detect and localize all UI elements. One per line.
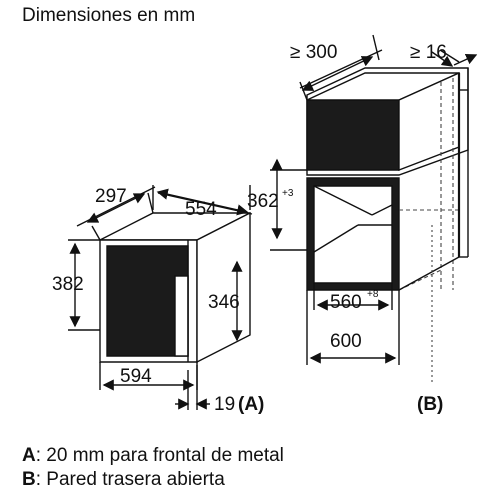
- label-opening-height-362: 362: [247, 191, 279, 212]
- dim-opening-width-560: [313, 283, 393, 311]
- dim-554: [152, 185, 253, 216]
- niche-opening-inner: [313, 185, 393, 284]
- microwave-appliance: [99, 211, 251, 364]
- dim-min-gap-16: [431, 49, 478, 67]
- note-b-key: B: [22, 469, 36, 490]
- label-min-depth-300: ≥ 300: [290, 42, 337, 63]
- dim-19: [175, 365, 210, 410]
- drawing-title: Dimensiones en mm: [22, 5, 196, 26]
- label-min-gap-16: ≥ 16: [410, 42, 447, 63]
- cabinet-niche: [306, 67, 469, 382]
- label-opening-width-tolerance: +8: [367, 289, 379, 300]
- cabinet-upper-dark-front: [306, 99, 400, 171]
- dim-382: [68, 239, 100, 331]
- dim-min-depth-300: [299, 34, 383, 101]
- label-front-thickness-19: 19: [214, 394, 235, 415]
- microwave-side-face: [196, 211, 251, 364]
- note-a: A: 20 mm para frontal de metal: [22, 445, 284, 467]
- label-width-554: 554: [185, 199, 217, 220]
- label-front-width-594: 594: [120, 366, 152, 387]
- label-opening-height-tolerance: +3: [282, 188, 294, 199]
- note-a-key: A: [22, 445, 36, 466]
- note-b: B: Pared trasera abierta: [22, 469, 225, 491]
- dim-297: [76, 186, 156, 241]
- label-cabinet-width-600: 600: [330, 331, 362, 352]
- note-b-text: : Pared trasera abierta: [35, 469, 225, 490]
- dim-cabinet-width-600: [306, 290, 400, 365]
- label-height-382: 382: [52, 274, 84, 295]
- dim-opening-height-362: [270, 158, 307, 251]
- label-opening-width-560: 560: [330, 292, 362, 313]
- note-a-text: : 20 mm para frontal de metal: [35, 445, 284, 466]
- label-ref-b: (B): [417, 394, 443, 415]
- label-inner-height-346: 346: [208, 292, 240, 313]
- label-ref-a: (A): [238, 394, 264, 415]
- label-depth-297: 297: [95, 186, 127, 207]
- microwave-handle: [174, 275, 189, 357]
